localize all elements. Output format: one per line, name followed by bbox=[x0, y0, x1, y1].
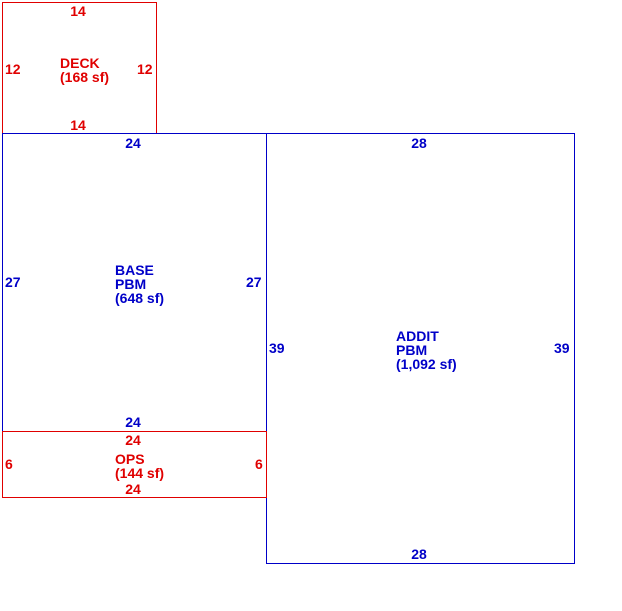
deck-bottom-dimension: 14 bbox=[70, 117, 86, 133]
base-sub: PBM bbox=[115, 276, 147, 292]
deck-area-text: (168 sf) bbox=[60, 69, 110, 85]
ops-right-dimension: 6 bbox=[255, 456, 263, 472]
base-right-dimension: 27 bbox=[246, 274, 262, 290]
ops-label: OPS (144 sf) bbox=[115, 452, 164, 480]
base-left-dimension: 27 bbox=[5, 274, 21, 290]
addit-top-dimension: 28 bbox=[411, 135, 427, 151]
addit-bottom-dimension: 28 bbox=[411, 546, 427, 562]
deck-top-dimension: 14 bbox=[70, 3, 86, 19]
addit-sub: PBM bbox=[396, 342, 428, 358]
ops-area bbox=[2, 431, 267, 498]
ops-left-dimension: 6 bbox=[5, 456, 13, 472]
base-label: BASE PBM (648 sf) bbox=[115, 263, 164, 305]
deck-label: DECK (168 sf) bbox=[60, 56, 109, 84]
addit-area-text: (1,092 sf) bbox=[396, 356, 457, 372]
ops-bottom-dimension: 24 bbox=[125, 481, 141, 497]
deck-name: DECK bbox=[60, 55, 100, 71]
ops-name: OPS bbox=[115, 451, 145, 467]
addit-area bbox=[266, 133, 575, 564]
base-bottom-dimension: 24 bbox=[125, 414, 141, 430]
base-area-text: (648 sf) bbox=[115, 290, 165, 306]
base-top-dimension: 24 bbox=[125, 135, 141, 151]
deck-right-dimension: 12 bbox=[137, 61, 153, 77]
addit-label: ADDIT PBM (1,092 sf) bbox=[396, 329, 457, 371]
addit-right-dimension: 39 bbox=[554, 340, 570, 356]
deck-left-dimension: 12 bbox=[5, 61, 21, 77]
addit-name: ADDIT bbox=[396, 328, 439, 344]
ops-area-text: (144 sf) bbox=[115, 465, 165, 481]
ops-top-dimension: 24 bbox=[125, 432, 141, 448]
addit-left-dimension: 39 bbox=[269, 340, 285, 356]
base-name: BASE bbox=[115, 262, 154, 278]
